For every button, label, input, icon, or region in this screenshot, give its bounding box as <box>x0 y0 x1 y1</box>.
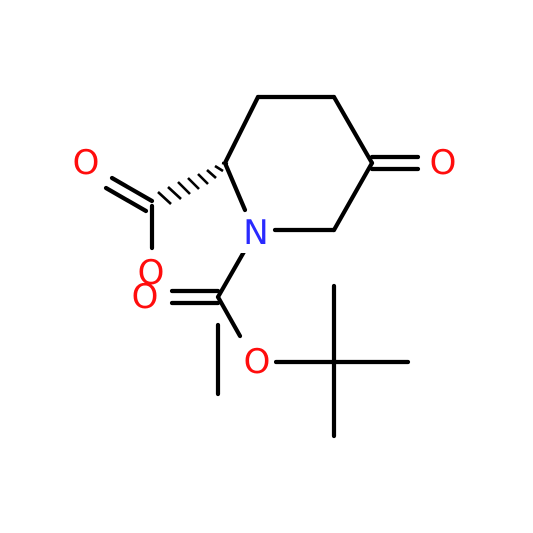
stereo-hashed-wedge <box>157 161 229 205</box>
ester-carbonyl-double-bond-2 <box>103 185 149 214</box>
ketone-group <box>369 154 421 172</box>
ketone-oxygen-label: O <box>430 143 457 183</box>
atom-labels: N O O O O O <box>73 143 457 382</box>
n-carbonyl-bond <box>215 247 248 300</box>
bond-c3-c4 <box>222 94 261 166</box>
boc-carbonyl-ether-bond <box>215 294 243 339</box>
boc-ether-oxygen-label: O <box>244 342 271 382</box>
methyl-ester-group <box>103 175 155 293</box>
boc-group <box>169 247 411 439</box>
bond-c5-c6 <box>331 94 375 166</box>
ester-carbonyl-oxygen-label: O <box>73 143 100 183</box>
ester-ether-oxygen-label: O <box>138 253 165 293</box>
piperidine-ring <box>222 94 375 233</box>
bond-c6-c7 <box>331 160 375 233</box>
ring-nitrogen-label: N <box>243 213 268 253</box>
ester-carbonyl-double-bond <box>109 175 155 204</box>
boc-carbonyl-oxygen-label: O <box>132 277 159 317</box>
bond-n-c3 <box>222 160 248 213</box>
